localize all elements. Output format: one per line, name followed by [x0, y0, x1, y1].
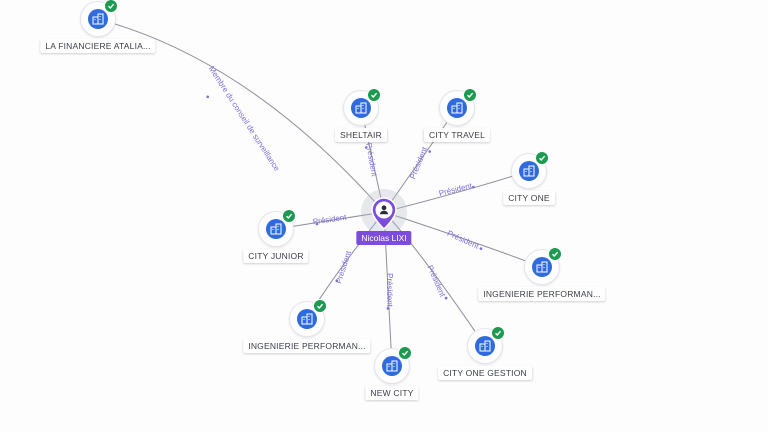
company-avatar[interactable]: [512, 151, 549, 188]
relation-label-city-one: Président: [438, 181, 474, 198]
company-label[interactable]: INGENIERIE PERFORMAN...: [478, 287, 606, 301]
edge-direction-marker: [364, 146, 368, 149]
edge-direction-marker: [479, 247, 483, 250]
company-label[interactable]: NEW CITY: [365, 386, 419, 400]
relation-label-la-financiere: Membre du conseil de surveillance: [207, 65, 282, 174]
edge-direction-marker: [472, 185, 475, 189]
person-icon[interactable]: [370, 196, 398, 235]
company-avatar[interactable]: [81, 0, 118, 36]
building-icon: [88, 9, 108, 29]
relationship-edge-city-one-gestion: [383, 211, 486, 347]
building-icon: [475, 336, 495, 356]
verified-check-icon: [367, 88, 381, 102]
company-avatar[interactable]: [468, 326, 505, 363]
company-label[interactable]: CITY ONE GESTION: [438, 366, 532, 380]
person-name-label[interactable]: Nicolas LIXI: [356, 231, 412, 245]
verified-check-icon: [491, 326, 505, 340]
company-label[interactable]: SHELTAIR: [335, 128, 387, 142]
relation-label-city-one-gestion: Président: [425, 264, 447, 299]
building-icon: [532, 257, 552, 277]
edge-direction-marker: [315, 222, 319, 226]
building-icon: [266, 219, 286, 239]
company-avatar[interactable]: [290, 299, 327, 336]
relationship-edge-sheltair: [360, 107, 385, 213]
company-label[interactable]: INGENIERIE PERFORMAN...: [243, 339, 371, 353]
relation-label-new-city: Président: [385, 273, 394, 308]
building-icon: [519, 161, 539, 181]
verified-check-icon: [398, 346, 412, 360]
verified-check-icon: [313, 299, 327, 313]
verified-check-icon: [282, 209, 296, 223]
building-icon: [382, 356, 402, 376]
edge-direction-marker: [444, 296, 448, 300]
relationship-edge-city-junior: [275, 211, 385, 230]
company-label[interactable]: CITY ONE: [503, 191, 555, 205]
relation-label-ingenierie-right: Président: [446, 229, 481, 251]
company-avatar[interactable]: [525, 247, 562, 284]
verified-check-icon: [548, 247, 562, 261]
company-label[interactable]: LA FINANCIERE ATALIA...: [40, 39, 156, 53]
company-avatar[interactable]: [375, 346, 412, 383]
edge-direction-marker: [335, 279, 339, 283]
edge-direction-marker: [386, 307, 390, 310]
company-avatar[interactable]: [440, 88, 477, 125]
relationship-edge-city-travel: [383, 107, 458, 213]
relation-label-ingenierie-left: Président: [334, 249, 353, 285]
company-label[interactable]: CITY JUNIOR: [243, 249, 309, 263]
edge-direction-marker: [428, 150, 432, 153]
building-icon: [447, 98, 467, 118]
company-avatar[interactable]: [259, 209, 296, 246]
company-avatar[interactable]: [344, 88, 381, 125]
verified-check-icon: [104, 0, 118, 13]
edge-direction-marker: [206, 95, 209, 99]
verified-check-icon: [463, 88, 477, 102]
building-icon: [351, 98, 371, 118]
building-icon: [297, 309, 317, 329]
relationship-edge-la-financiere: [97, 18, 385, 213]
relation-label-city-travel: Président: [408, 145, 429, 180]
company-label[interactable]: CITY TRAVEL: [423, 128, 491, 142]
verified-check-icon: [535, 151, 549, 165]
